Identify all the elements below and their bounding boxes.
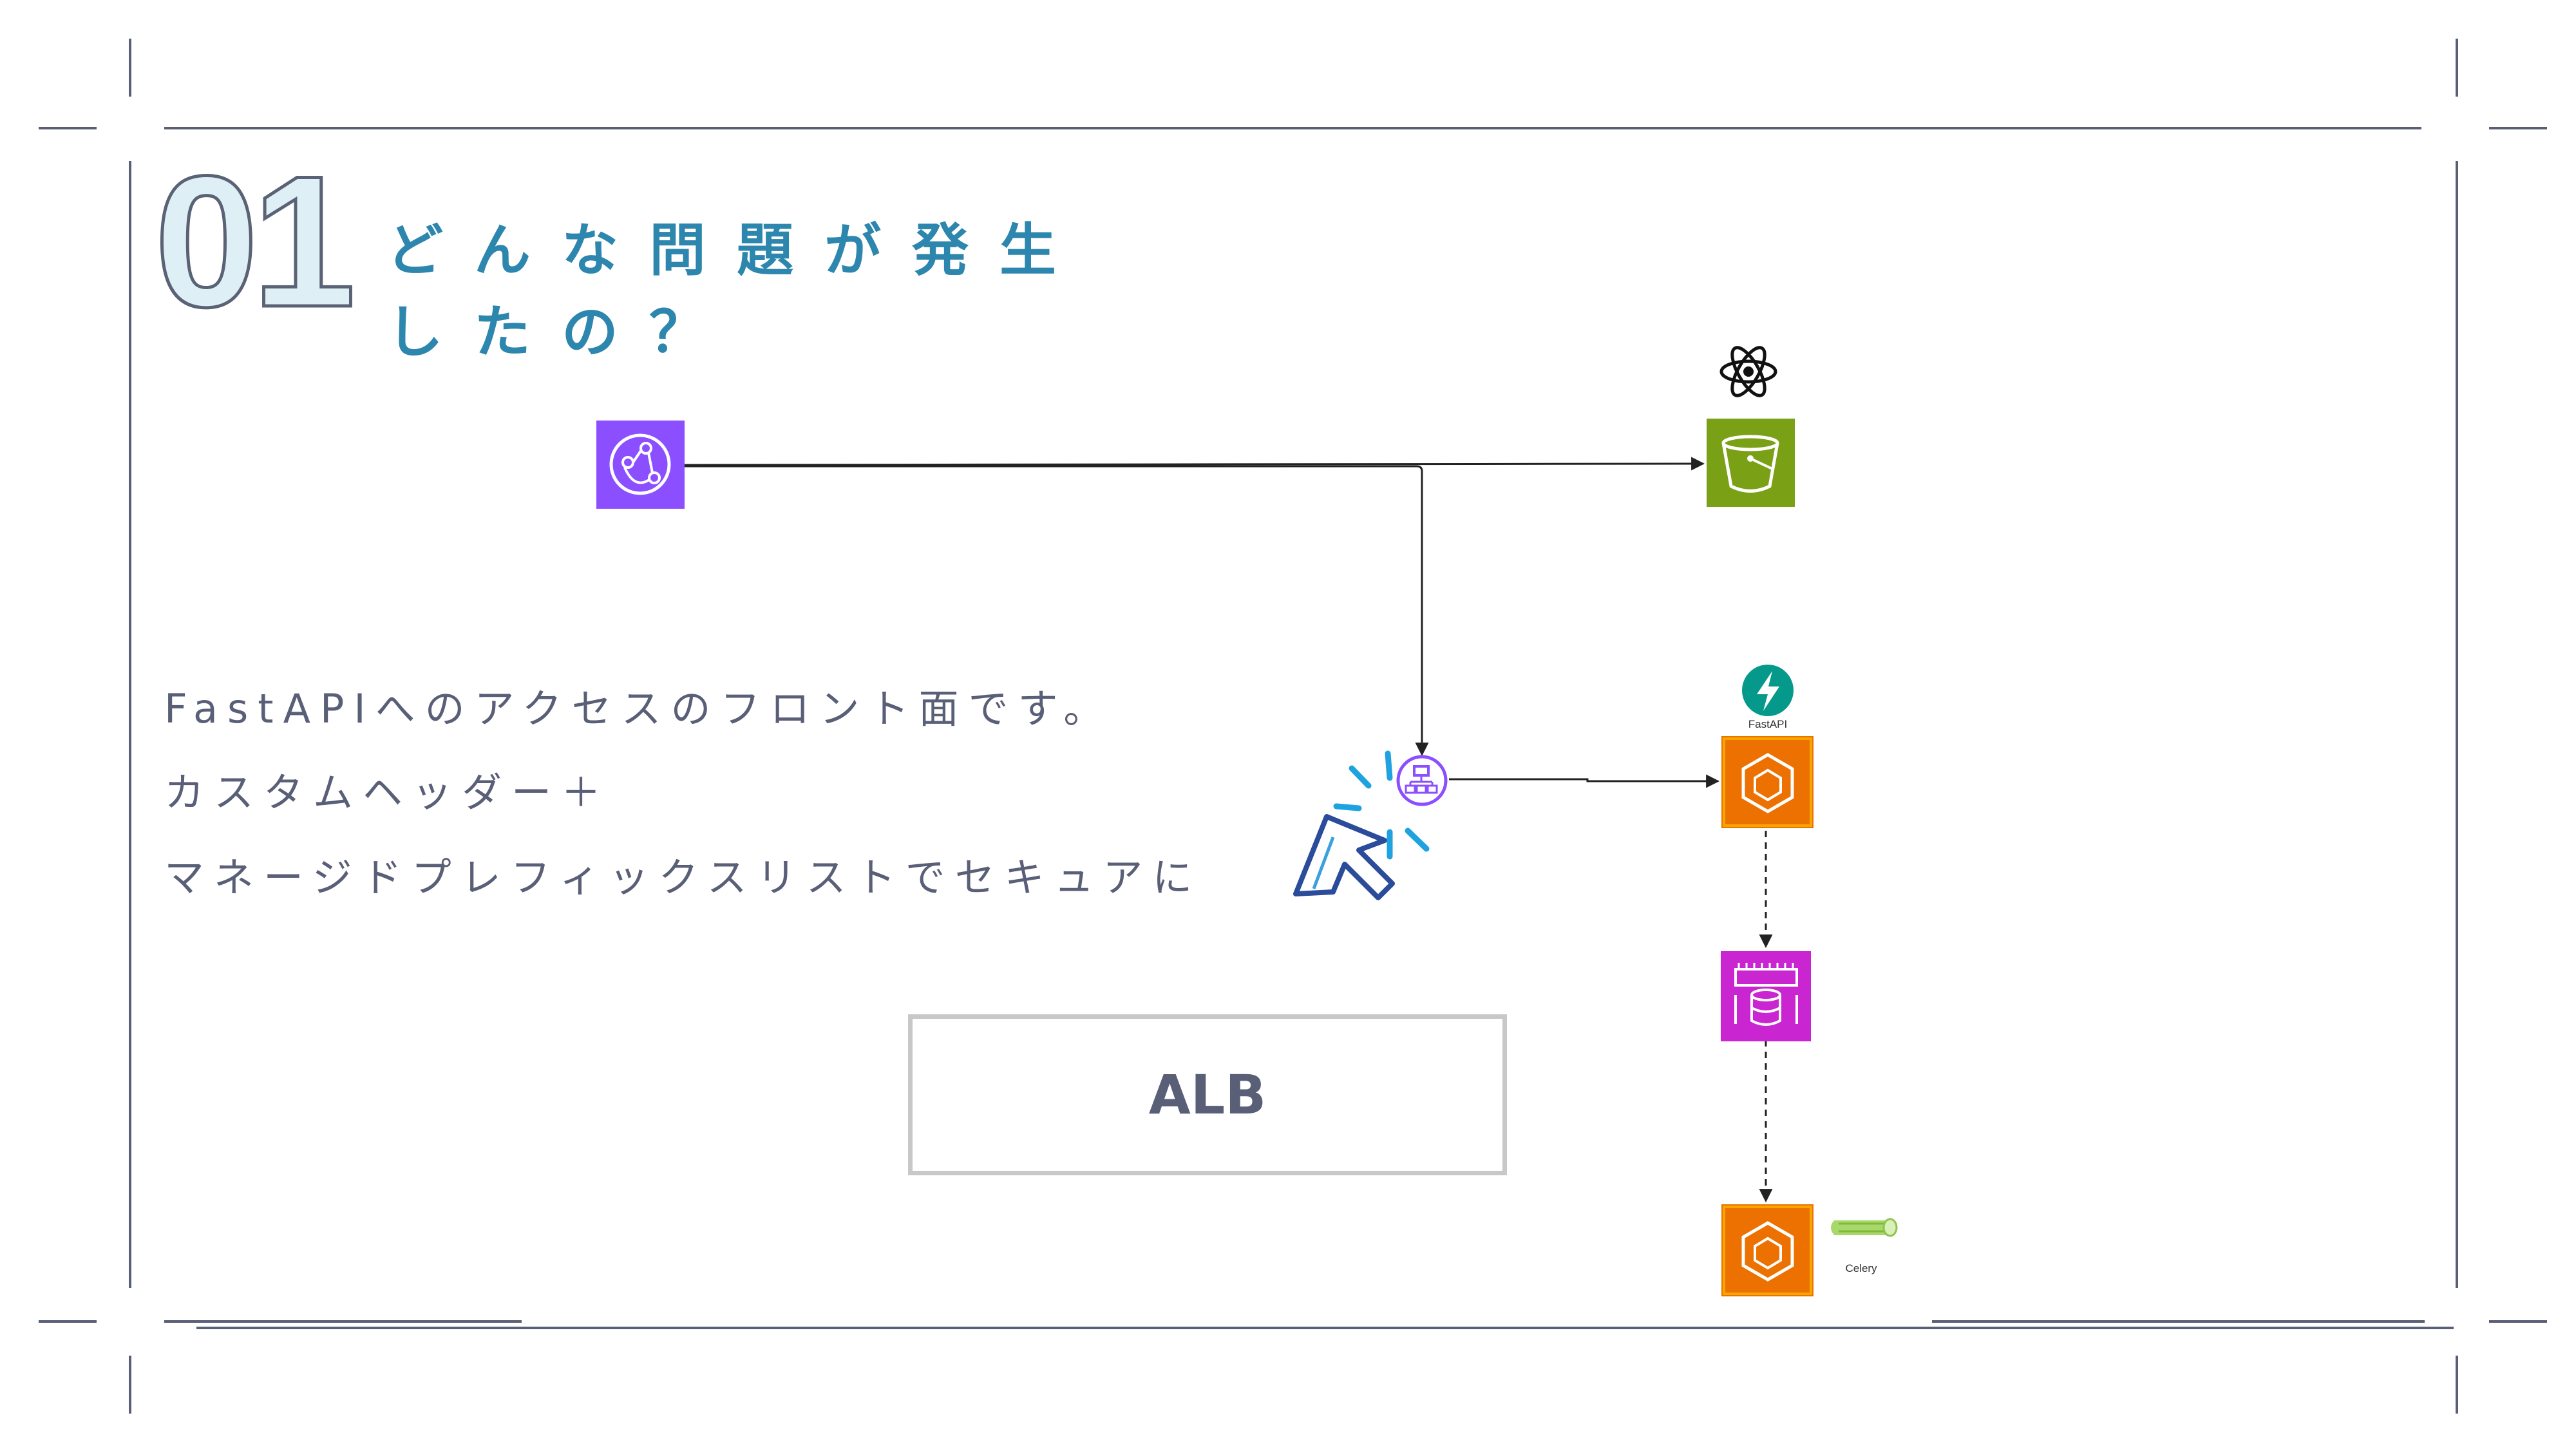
connector-cloudfront-to-alb xyxy=(685,465,1429,757)
corner-tl-vertical xyxy=(129,39,131,97)
connector-cloudfront-to-s3 xyxy=(684,457,1705,471)
alb-label: ALB xyxy=(1148,1063,1267,1126)
elasticache-icon xyxy=(1721,951,1811,1041)
slide-title-line-1: どんな問題が発生 xyxy=(386,217,1088,283)
body-text-line-2: カスタムヘッダー＋ xyxy=(164,769,611,816)
frame-top-line xyxy=(164,127,2421,129)
celery-caption: Celery xyxy=(1845,1262,1877,1274)
corner-bl-horizontal xyxy=(39,1320,97,1323)
corner-tr-vertical xyxy=(2456,39,2458,97)
slide-title-line-2: したの？ xyxy=(386,299,737,365)
ecs-api-container-icon xyxy=(1721,736,1814,828)
frame-bottom-right-accent xyxy=(1932,1320,2425,1323)
body-text-line-1: FastAPIへのアクセスのフロント面です。 xyxy=(164,685,1113,732)
corner-bl-vertical xyxy=(129,1356,131,1414)
corner-tr-horizontal xyxy=(2489,127,2547,129)
cursor-click-icon xyxy=(1293,750,1430,900)
frame-left-line xyxy=(129,161,131,1288)
fastapi-icon: FastAPI xyxy=(1742,665,1794,730)
celery-icon: Celery xyxy=(1831,1218,1898,1274)
frame-bottom-line xyxy=(196,1327,2454,1329)
ecs-worker-container-icon xyxy=(1721,1204,1814,1296)
s3-bucket-icon xyxy=(1707,419,1795,507)
slide-number-text: 01 xyxy=(153,137,358,346)
slide-number: 01 xyxy=(153,147,358,337)
alb-label-box: ALB xyxy=(908,1014,1507,1175)
react-icon xyxy=(1719,346,1777,397)
frame-right-line xyxy=(2456,161,2458,1288)
cloudfront-icon xyxy=(596,421,685,509)
corner-br-vertical xyxy=(2456,1356,2458,1414)
body-text-line-3: マネージドプレフィックスリストでセキュアに xyxy=(164,854,1202,901)
corner-br-horizontal xyxy=(2489,1320,2547,1323)
connector-alb-to-ecs xyxy=(1449,774,1720,788)
corner-tl-horizontal xyxy=(39,127,97,129)
fastapi-caption: FastAPI xyxy=(1748,718,1787,730)
load-balancer-icon xyxy=(1396,755,1448,806)
frame-bottom-left-accent xyxy=(164,1320,522,1323)
